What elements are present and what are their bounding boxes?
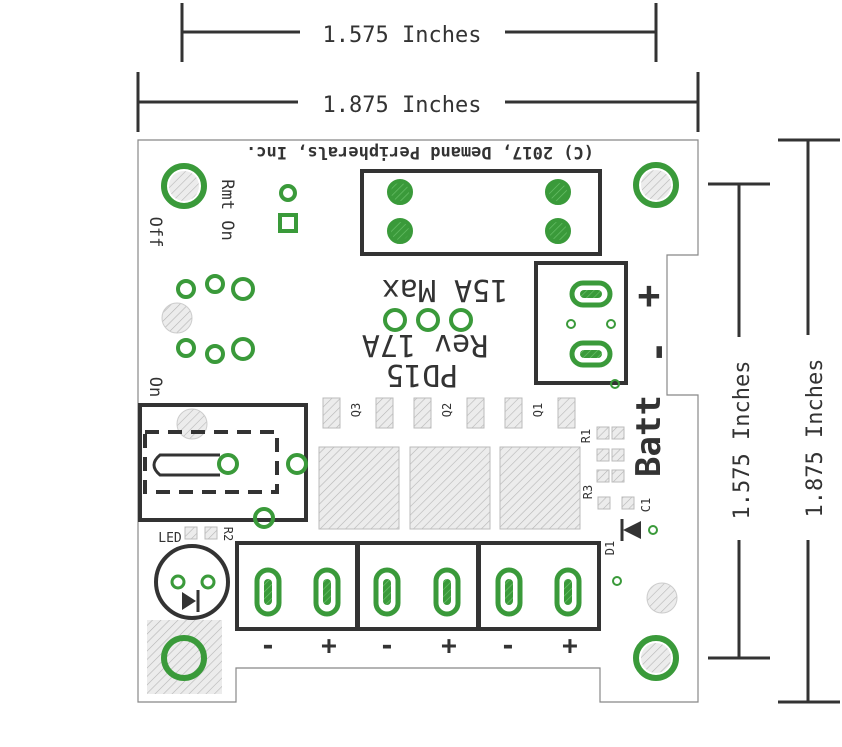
output-label-5: - bbox=[500, 631, 516, 661]
top-connector-outline bbox=[360, 169, 602, 256]
mounting-hole-bottom-left bbox=[147, 620, 222, 694]
q2-label: Q2 bbox=[440, 403, 454, 417]
dimension-top-inner: 1.575 Inches bbox=[180, 3, 658, 62]
unplated-hole-left bbox=[161, 302, 193, 334]
board-title: PD15 bbox=[386, 357, 458, 392]
output-label-3: - bbox=[379, 631, 395, 661]
remote-pin-1 bbox=[279, 184, 297, 202]
unplated-hole-switch bbox=[176, 408, 208, 440]
transistor-top-pads bbox=[322, 397, 576, 429]
remote-on-label: Rmt On bbox=[217, 179, 237, 240]
output-polarity-labels: - + - + - + bbox=[260, 631, 578, 661]
battery-connector-outline bbox=[534, 261, 628, 385]
diode-symbol bbox=[612, 519, 658, 586]
c1-label: C1 bbox=[639, 498, 653, 512]
led-outline bbox=[154, 544, 230, 620]
battery-pads bbox=[566, 280, 620, 389]
battery-label: Batt bbox=[629, 395, 669, 477]
dimension-right-outer-label: 1.875 Inches bbox=[803, 359, 828, 518]
r1-label: R1 bbox=[579, 429, 593, 443]
transistor-large-pads bbox=[318, 446, 581, 530]
output-label-1: - bbox=[260, 631, 276, 661]
d1-label: D1 bbox=[603, 541, 617, 555]
battery-minus-label: - bbox=[639, 341, 683, 364]
copyright-text: (C) 2017, Demand Peripherals, Inc. bbox=[246, 142, 594, 162]
switch-inner bbox=[143, 430, 279, 494]
remote-pin-2 bbox=[278, 213, 298, 233]
dimension-right-inner: 1.575 Inches bbox=[708, 182, 770, 660]
dimension-top-outer: 1.875 Inches bbox=[136, 72, 700, 132]
r3-label: R3 bbox=[581, 485, 595, 499]
output-label-6: + bbox=[562, 631, 578, 661]
mounting-hole-bottom-right bbox=[633, 635, 679, 681]
unplated-hole-right bbox=[646, 582, 678, 614]
output-label-4: + bbox=[441, 631, 457, 661]
resistor-pads bbox=[184, 426, 635, 540]
dimension-right-outer: 1.875 Inches bbox=[778, 138, 840, 704]
left-pad-cluster bbox=[176, 274, 255, 364]
output-label-2: + bbox=[321, 631, 337, 661]
on-label: On bbox=[145, 377, 165, 397]
off-label: Off bbox=[145, 217, 165, 248]
top-connector-pads bbox=[387, 179, 571, 244]
switch-lever bbox=[152, 453, 220, 477]
led-symbol bbox=[170, 574, 216, 612]
r2-label: R2 bbox=[221, 527, 235, 541]
mounting-hole-top-left bbox=[161, 163, 207, 209]
q1-label: Q1 bbox=[531, 403, 545, 417]
revision-label: Rev 17A bbox=[362, 327, 488, 362]
led-label: LED bbox=[158, 531, 182, 546]
battery-plus-label: + bbox=[638, 273, 661, 317]
output-connector-3 bbox=[477, 541, 601, 631]
mounting-hole-top-right bbox=[633, 162, 679, 208]
dimension-top-outer-label: 1.875 Inches bbox=[323, 93, 482, 118]
switch-pad-2 bbox=[286, 453, 308, 475]
q3-label: Q3 bbox=[349, 403, 363, 417]
middle-pads bbox=[383, 308, 473, 332]
dimension-right-inner-label: 1.575 Inches bbox=[730, 361, 755, 520]
max-current-label: 15A Max bbox=[382, 272, 508, 307]
switch-pad-1 bbox=[217, 453, 239, 475]
dimension-top-inner-label: 1.575 Inches bbox=[323, 23, 482, 48]
switch-pad-3 bbox=[253, 507, 275, 529]
